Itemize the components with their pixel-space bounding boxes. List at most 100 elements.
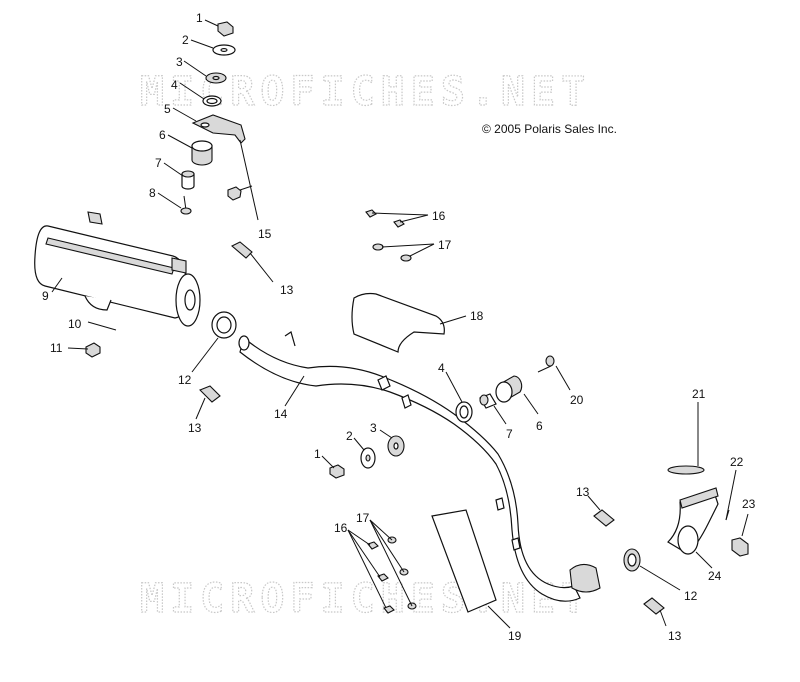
part-14-head-pipe — [238, 331, 601, 602]
part-16-upper — [365, 209, 405, 228]
callout-10: 10 — [68, 317, 82, 331]
leader-2 — [190, 39, 214, 49]
part-18-heat-shield — [351, 292, 445, 353]
callout-8: 8 — [149, 186, 156, 200]
copyright-text: © 2005 Polaris Sales Inc. — [482, 122, 617, 136]
leader-6 — [167, 134, 193, 149]
leader-20 — [555, 365, 571, 391]
part-9-muffler — [34, 211, 201, 327]
leader-1 — [204, 19, 219, 27]
callout-18: 18 — [470, 309, 484, 323]
part-12-gasket-upper — [211, 311, 237, 339]
leader-22 — [725, 469, 737, 521]
part-13-spring-d — [643, 597, 665, 615]
part-10-clip — [87, 321, 117, 331]
part-16-lower — [367, 541, 395, 614]
callout-6: 6 — [159, 128, 166, 142]
callout-1-lower: 1 — [314, 447, 321, 461]
leader-5 — [172, 107, 197, 122]
callout-1: 1 — [196, 11, 203, 25]
part-12-gasket-lower — [623, 548, 641, 572]
part-11-bolt — [85, 342, 101, 358]
leader-1-lower — [321, 455, 335, 469]
callout-5: 5 — [164, 102, 171, 116]
callout-4-lower: 4 — [438, 361, 445, 375]
part-2-washer — [212, 44, 236, 56]
watermark-bottom: MICROFICHES.NET — [140, 576, 591, 622]
part-3-washer — [205, 72, 227, 84]
leader-8 — [157, 192, 182, 209]
callout-20: 20 — [570, 393, 584, 407]
callout-11: 11 — [50, 341, 63, 355]
part-1-nut-lower — [329, 464, 345, 479]
leader-11 — [67, 347, 89, 350]
leader-19 — [487, 605, 511, 629]
callout-16-lower: 16 — [334, 521, 348, 535]
leader-13-b — [195, 397, 206, 420]
leader-3-lower — [379, 429, 393, 439]
callout-2-lower: 2 — [346, 429, 353, 443]
callout-21: 21 — [692, 387, 706, 401]
part-21-gasket — [667, 465, 705, 475]
leader-13-a — [249, 252, 274, 283]
callout-2: 2 — [182, 33, 189, 47]
callout-24: 24 — [708, 569, 722, 583]
part-20-bolt — [537, 355, 555, 373]
callout-17-lower: 17 — [356, 511, 370, 525]
part-6-grommet-lower — [495, 375, 523, 403]
part-6-grommet — [191, 140, 213, 166]
callout-13-c: 13 — [576, 485, 590, 499]
leader-17-lower-c — [369, 519, 413, 607]
leader-15 — [239, 139, 259, 221]
leader-13-c — [587, 495, 601, 511]
leader-7-lower — [493, 405, 507, 425]
callout-13-d: 13 — [668, 629, 682, 643]
leader-7 — [163, 162, 184, 177]
callout-19: 19 — [508, 629, 522, 643]
part-19-heat-shield — [431, 509, 497, 613]
callout-14: 14 — [274, 407, 288, 421]
part-13-spring-a — [231, 241, 253, 259]
leader-14 — [284, 375, 305, 407]
leader-24 — [695, 551, 713, 569]
callout-3: 3 — [176, 55, 183, 69]
leader-12-upper — [191, 337, 219, 373]
part-13-spring-b — [199, 385, 221, 403]
leader-6-lower — [523, 393, 539, 415]
part-4-ring — [202, 95, 222, 107]
part-5-bracket — [191, 114, 246, 144]
callout-labels: 1 2 3 4 5 6 7 8 9 10 11 12 13 14 15 16 1… — [42, 11, 756, 643]
callout-17: 17 — [438, 238, 452, 252]
part-23-nut — [731, 537, 749, 557]
leader-17-upper-a — [381, 243, 435, 248]
leader-4-lower — [445, 371, 463, 403]
callout-4: 4 — [171, 78, 178, 92]
part-8-bolt — [180, 195, 192, 215]
callout-22: 22 — [730, 455, 744, 469]
leader-3 — [183, 60, 207, 77]
leader-17-lower-b — [369, 519, 405, 573]
leader-12-lower — [639, 565, 681, 591]
callout-7: 7 — [155, 156, 162, 170]
callout-6-lower: 6 — [536, 419, 543, 433]
leader-16-upper-b — [399, 214, 429, 223]
part-7-sleeve-lower — [479, 393, 497, 409]
part-4-ring-lower — [455, 401, 473, 423]
callout-13: 13 — [280, 283, 294, 297]
leader-17-lower-a — [369, 519, 393, 541]
callout-7-lower: 7 — [506, 427, 513, 441]
part-7-sleeve — [181, 170, 195, 190]
part-15-bolt — [227, 185, 253, 201]
leader-23 — [741, 513, 749, 537]
part-13-spring-c — [593, 509, 615, 527]
callout-16: 16 — [432, 209, 446, 223]
leader-16-lower-c — [347, 529, 387, 609]
leader-16-lower-b — [347, 529, 381, 578]
part-1-nut — [217, 21, 234, 37]
leader-17-upper-b — [409, 243, 435, 257]
callout-12: 12 — [178, 373, 192, 387]
callout-23: 23 — [742, 497, 756, 511]
leader-2-lower — [353, 437, 365, 451]
leader-16-lower-a — [347, 529, 371, 546]
